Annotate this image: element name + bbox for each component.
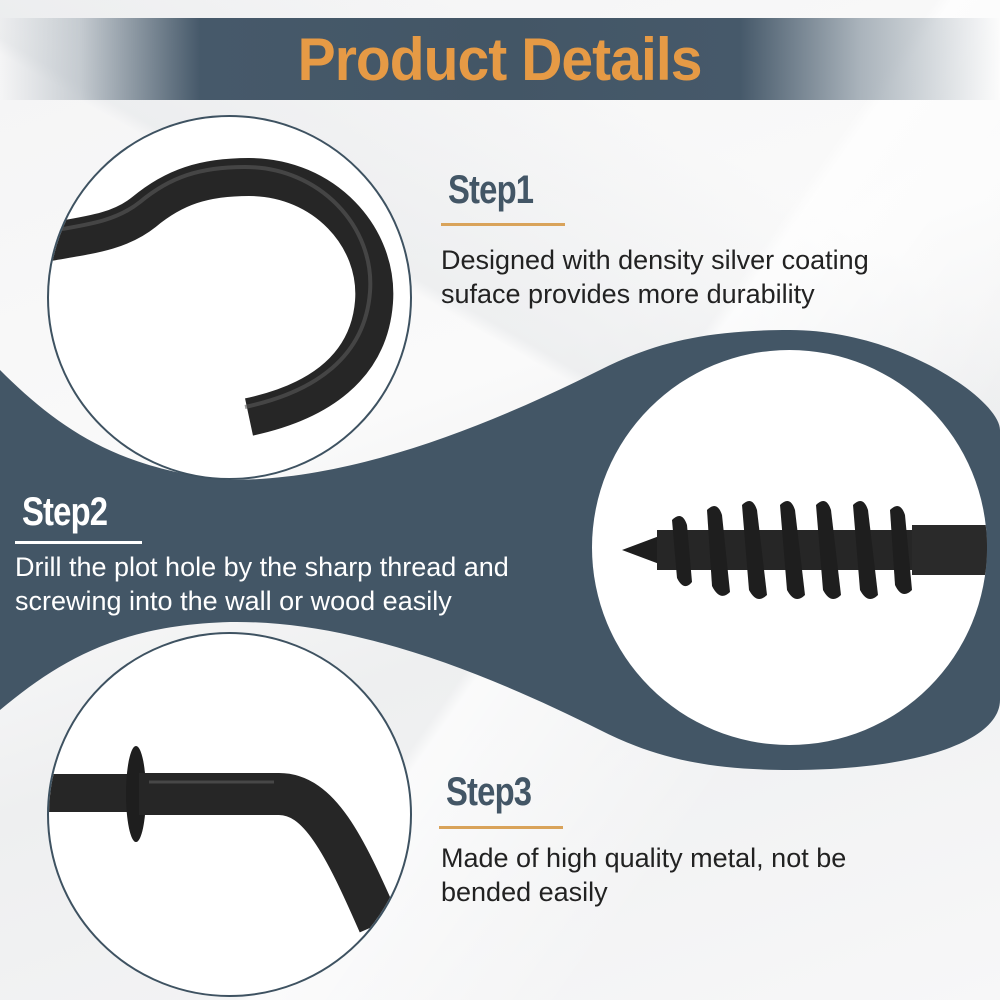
- shoulder-hook-icon: [49, 746, 399, 933]
- page-title: Product Details: [298, 25, 703, 93]
- title-banner: Product Details: [0, 18, 1000, 100]
- step3-description: Made of high quality metal, not be bende…: [441, 841, 846, 909]
- step2-title: Step2: [22, 490, 108, 534]
- step1-description-line1: Designed with density silver coating: [441, 245, 869, 275]
- step1-image-circle: [47, 115, 412, 480]
- step3-description-line1: Made of high quality metal, not be: [441, 843, 847, 873]
- step1-title: Step1: [448, 168, 534, 212]
- step2-image-circle: [592, 350, 987, 745]
- screw-thread-icon: [622, 501, 987, 599]
- step3-underline: [439, 826, 563, 829]
- step1-description: Designed with density silver coating suf…: [441, 243, 869, 311]
- step3-description-line2: bended easily: [441, 877, 608, 907]
- step3-title: Step3: [446, 770, 532, 814]
- step2-underline: [15, 541, 142, 544]
- step2-description: Drill the plot hole by the sharp thread …: [15, 550, 509, 618]
- s-hook-icon: [49, 157, 394, 436]
- step1-underline: [441, 223, 565, 226]
- step1-description-line2: suface provides more durability: [441, 279, 815, 309]
- step3-image-circle: [47, 632, 412, 997]
- step2-description-line1: Drill the plot hole by the sharp thread …: [15, 552, 509, 582]
- step2-description-line2: screwing into the wall or wood easily: [15, 586, 452, 616]
